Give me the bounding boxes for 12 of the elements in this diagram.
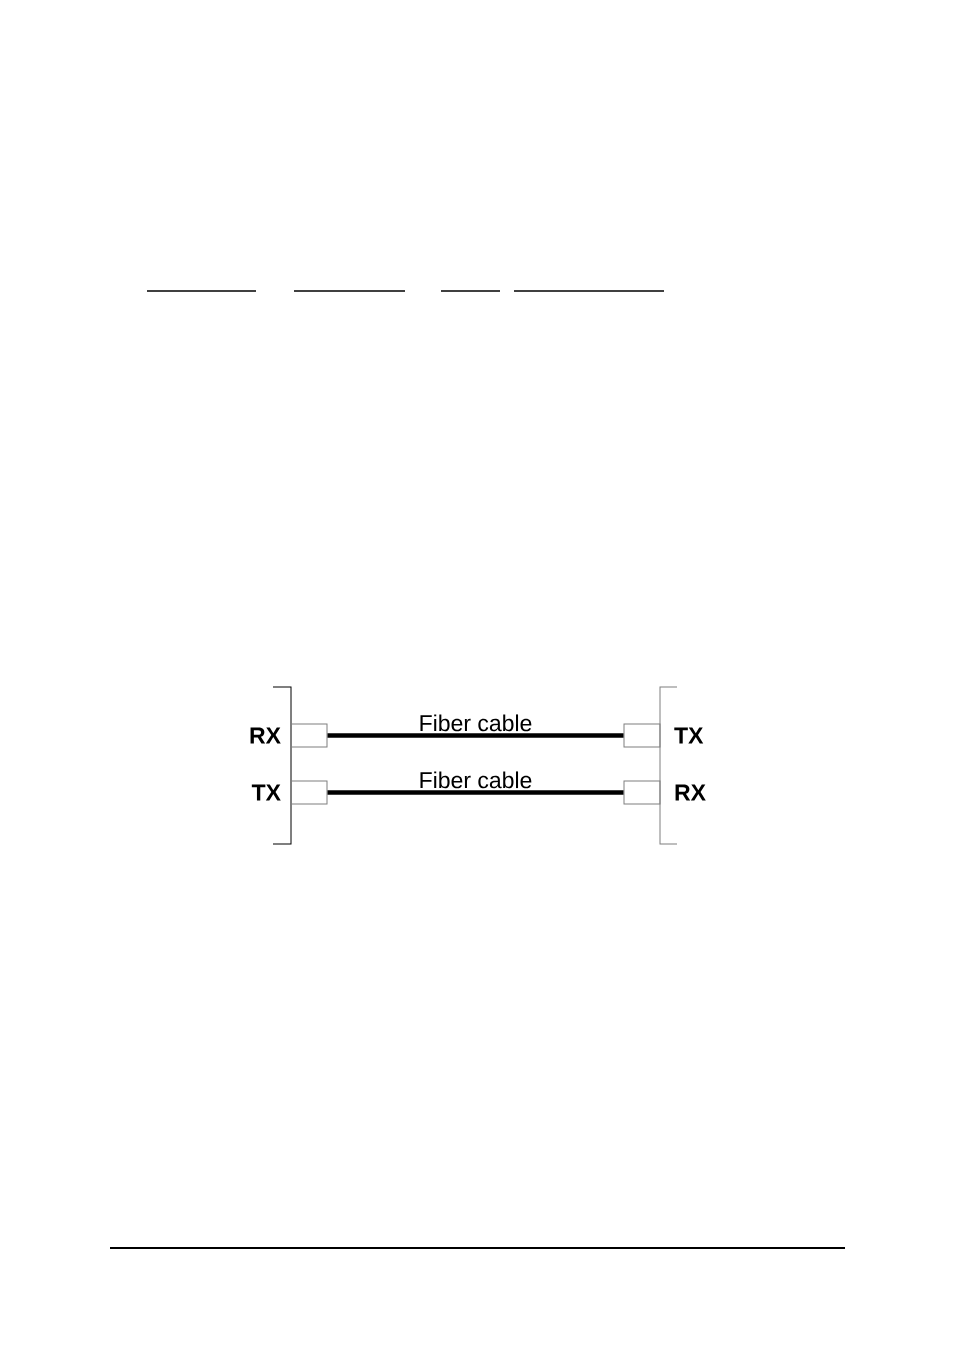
node-label: RX [250,727,281,744]
node-label: TX [251,784,281,801]
port-box: TX [623,723,704,748]
node-label: RX [675,784,706,801]
cable-line [327,790,624,795]
cable-line [327,733,624,738]
edge-label: Fiber cable [417,713,534,733]
edge-label: Fiber cable [417,770,534,790]
node-label: TX [674,727,704,744]
port-box: RX [250,723,328,748]
port-box: RX [623,780,706,805]
port-box: TX [251,780,328,805]
